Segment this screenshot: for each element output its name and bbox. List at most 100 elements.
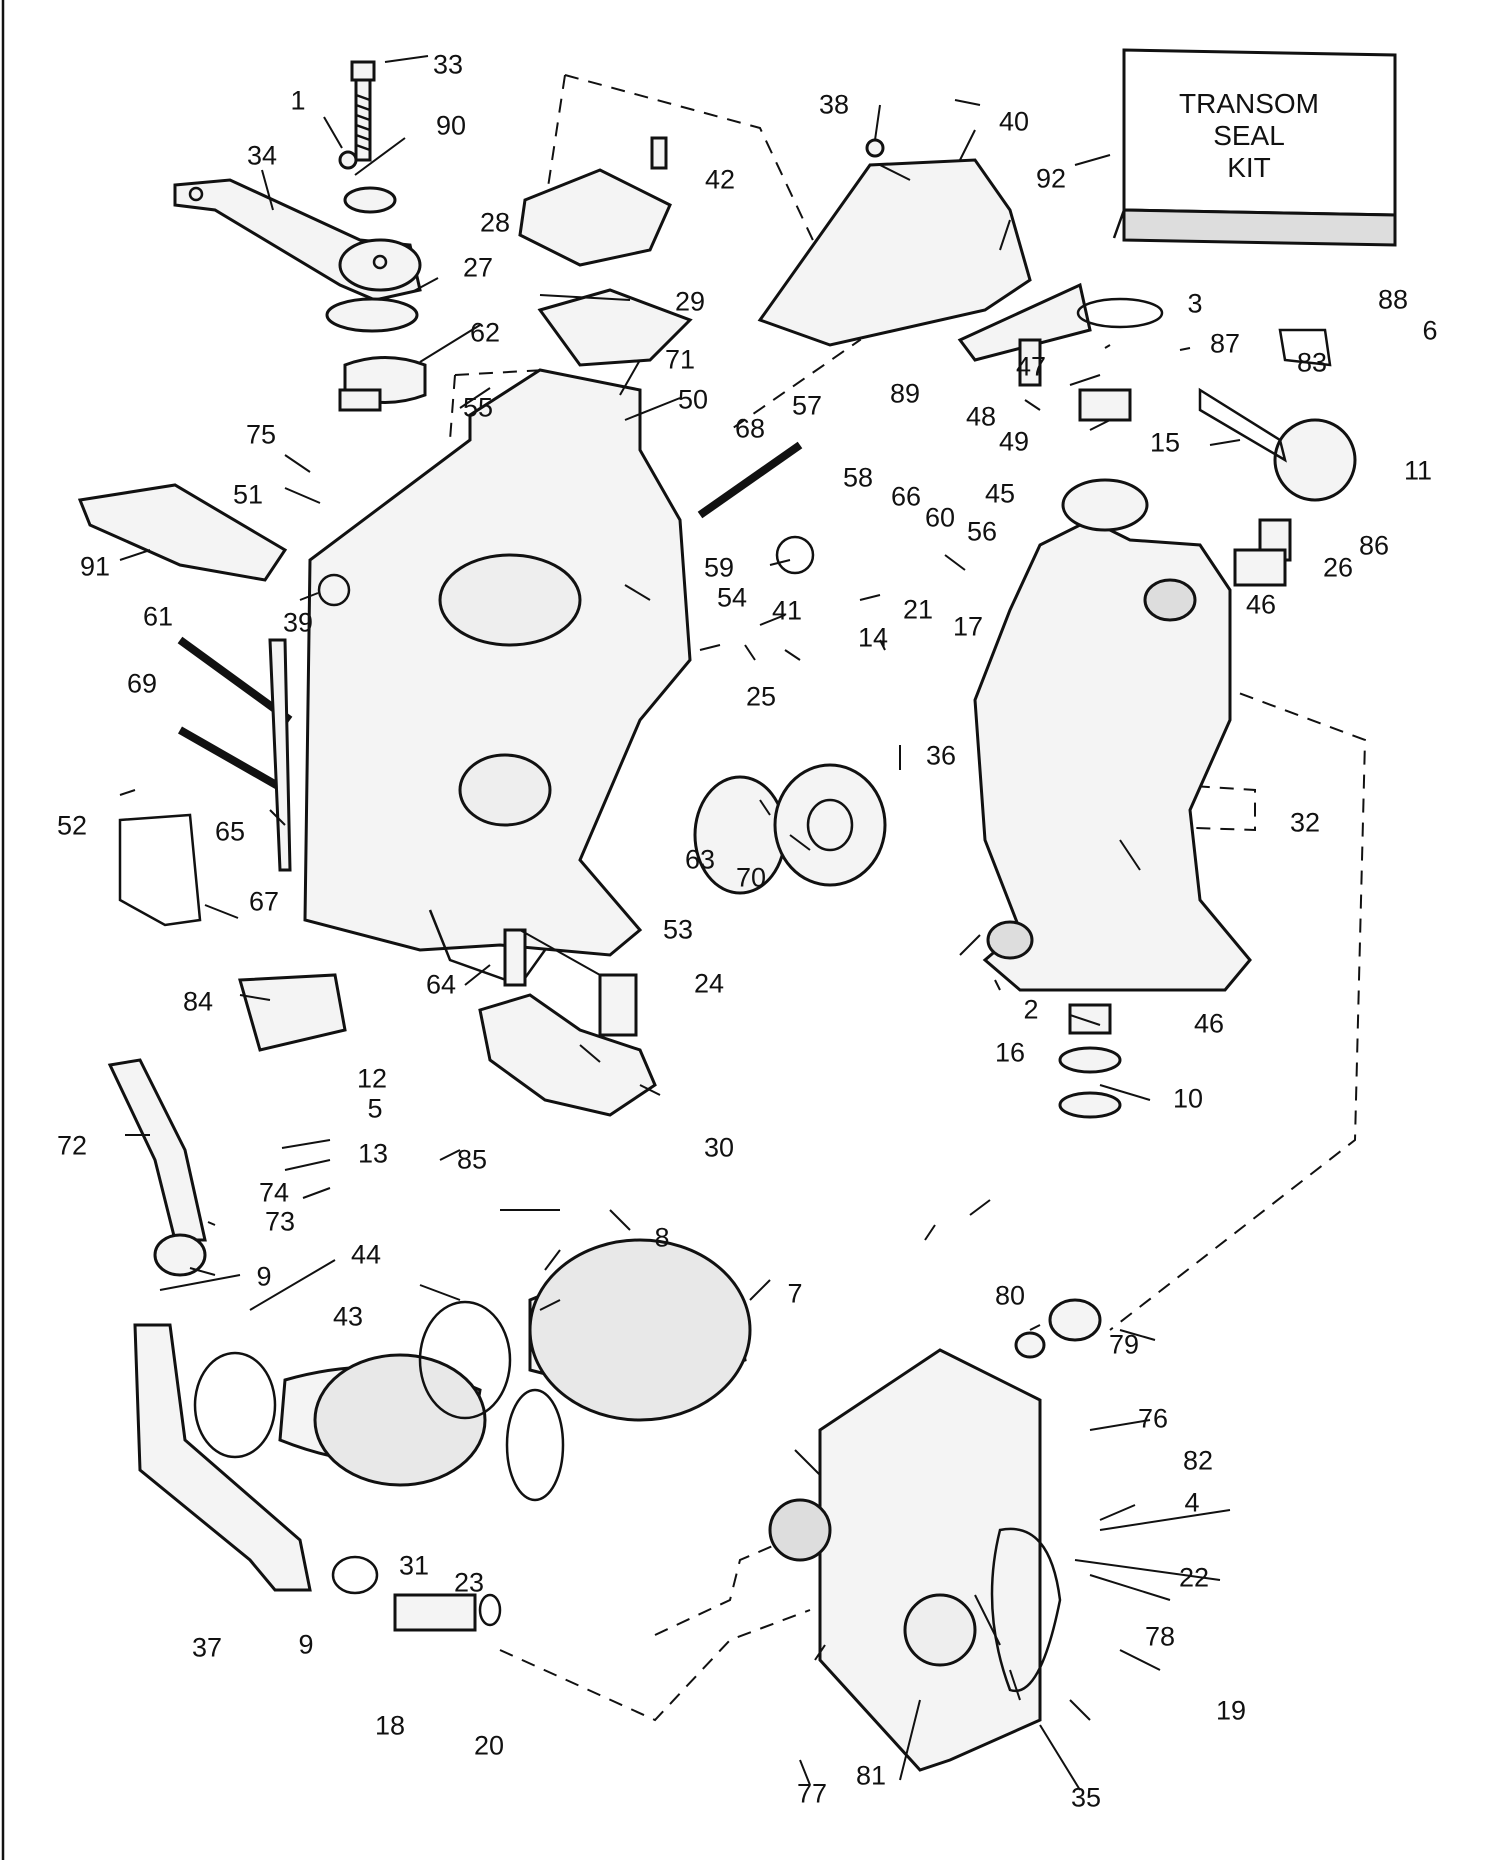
callout: 89 xyxy=(889,378,921,409)
callout: 49 xyxy=(998,426,1030,457)
callout: 19 xyxy=(1215,1695,1247,1726)
callout: 10 xyxy=(1172,1083,1204,1114)
callout: 52 xyxy=(56,810,88,841)
callout: 21 xyxy=(902,594,934,625)
callout: 72 xyxy=(56,1130,88,1161)
callout: 69 xyxy=(126,668,158,699)
callout: 12 xyxy=(356,1063,388,1094)
callout: 88 xyxy=(1377,284,1409,315)
callout: 16 xyxy=(994,1037,1026,1068)
callout: 13 xyxy=(357,1138,389,1169)
callout: 7 xyxy=(787,1278,803,1309)
callout: 47 xyxy=(1015,351,1047,382)
kit-label-line-1: TRANSOM xyxy=(1179,88,1319,119)
callout: 34 xyxy=(246,140,278,171)
callout: 32 xyxy=(1289,807,1321,838)
callout: 45 xyxy=(984,478,1016,509)
callout: 5 xyxy=(367,1093,383,1124)
callout: 82 xyxy=(1182,1445,1214,1476)
callout: 73 xyxy=(264,1206,296,1237)
callout: 3 xyxy=(1187,288,1203,319)
callout: 20 xyxy=(473,1730,505,1761)
callout: 67 xyxy=(248,886,280,917)
callout: 22 xyxy=(1178,1562,1210,1593)
callout: 43 xyxy=(332,1301,364,1332)
callout: 29 xyxy=(674,286,706,317)
steering-arm-34 xyxy=(173,178,422,302)
callout: 46 xyxy=(1245,589,1277,620)
callout: 50 xyxy=(677,384,709,415)
callout: 85 xyxy=(456,1144,488,1175)
callout: 53 xyxy=(662,914,694,945)
callout: 83 xyxy=(1296,347,1328,378)
callout: 14 xyxy=(857,622,889,653)
callout: 25 xyxy=(745,681,777,712)
callout: 46 xyxy=(1193,1008,1225,1039)
callout: 9 xyxy=(298,1629,314,1660)
callout: 63 xyxy=(684,844,716,875)
callout: 38 xyxy=(818,89,850,120)
callout: 74 xyxy=(258,1177,290,1208)
kit-label-line-3: KIT xyxy=(1227,152,1271,183)
callout: 59 xyxy=(703,552,735,583)
callout: 87 xyxy=(1209,328,1241,359)
callout: 44 xyxy=(350,1239,382,1270)
callout: 31 xyxy=(398,1550,430,1581)
callout: 51 xyxy=(232,479,264,510)
callout: 30 xyxy=(703,1132,735,1163)
callout: 56 xyxy=(966,516,998,547)
callout: 80 xyxy=(994,1280,1026,1311)
callout: 39 xyxy=(282,607,314,638)
callout: 92 xyxy=(1035,163,1067,194)
callout: 81 xyxy=(855,1760,887,1791)
callout: 60 xyxy=(924,502,956,533)
callout: 40 xyxy=(998,106,1030,137)
callout: 54 xyxy=(716,582,748,613)
gimbal-housing xyxy=(303,368,692,987)
callout: 79 xyxy=(1108,1329,1140,1360)
callout: 76 xyxy=(1137,1403,1169,1434)
callout: 17 xyxy=(952,611,984,642)
bolt-33 xyxy=(350,60,376,162)
callout: 6 xyxy=(1422,315,1438,346)
callout: 41 xyxy=(771,595,803,626)
callout: 8 xyxy=(654,1222,670,1253)
callout: 91 xyxy=(79,551,111,582)
callout: 62 xyxy=(469,317,501,348)
callout: 28 xyxy=(479,207,511,238)
callout: 11 xyxy=(1403,455,1433,486)
callout: 15 xyxy=(1149,427,1181,458)
callout: 58 xyxy=(842,462,874,493)
callout: 42 xyxy=(704,164,736,195)
callout: 2 xyxy=(1023,994,1039,1025)
transom-seal-kit-box xyxy=(1112,48,1397,247)
callout: 36 xyxy=(925,740,957,771)
callout: 37 xyxy=(191,1632,223,1663)
kit-label-line-2: SEAL xyxy=(1213,120,1285,151)
callout: 66 xyxy=(890,481,922,512)
callout: 70 xyxy=(735,862,767,893)
callout: 90 xyxy=(435,110,467,141)
callout: 35 xyxy=(1070,1782,1102,1813)
bell-housing xyxy=(973,478,1252,992)
callout: 77 xyxy=(796,1778,828,1809)
callout: 33 xyxy=(432,49,464,80)
callout: 64 xyxy=(425,969,457,1000)
callout: 61 xyxy=(142,601,174,632)
callout: 84 xyxy=(182,986,214,1017)
callout: 86 xyxy=(1358,530,1390,561)
callout: 1 xyxy=(290,85,306,116)
callout: 75 xyxy=(245,419,277,450)
callout: 23 xyxy=(453,1567,485,1598)
callout: 78 xyxy=(1144,1621,1176,1652)
callout: 18 xyxy=(374,1710,406,1741)
callout: 68 xyxy=(734,413,766,444)
callout: 57 xyxy=(791,390,823,421)
callout: 55 xyxy=(462,392,494,423)
callout: 26 xyxy=(1322,552,1354,583)
callout: 65 xyxy=(214,816,246,847)
callout: 24 xyxy=(693,968,725,999)
transom-seal-kit-label: TRANSOM SEAL KIT xyxy=(1118,88,1380,184)
